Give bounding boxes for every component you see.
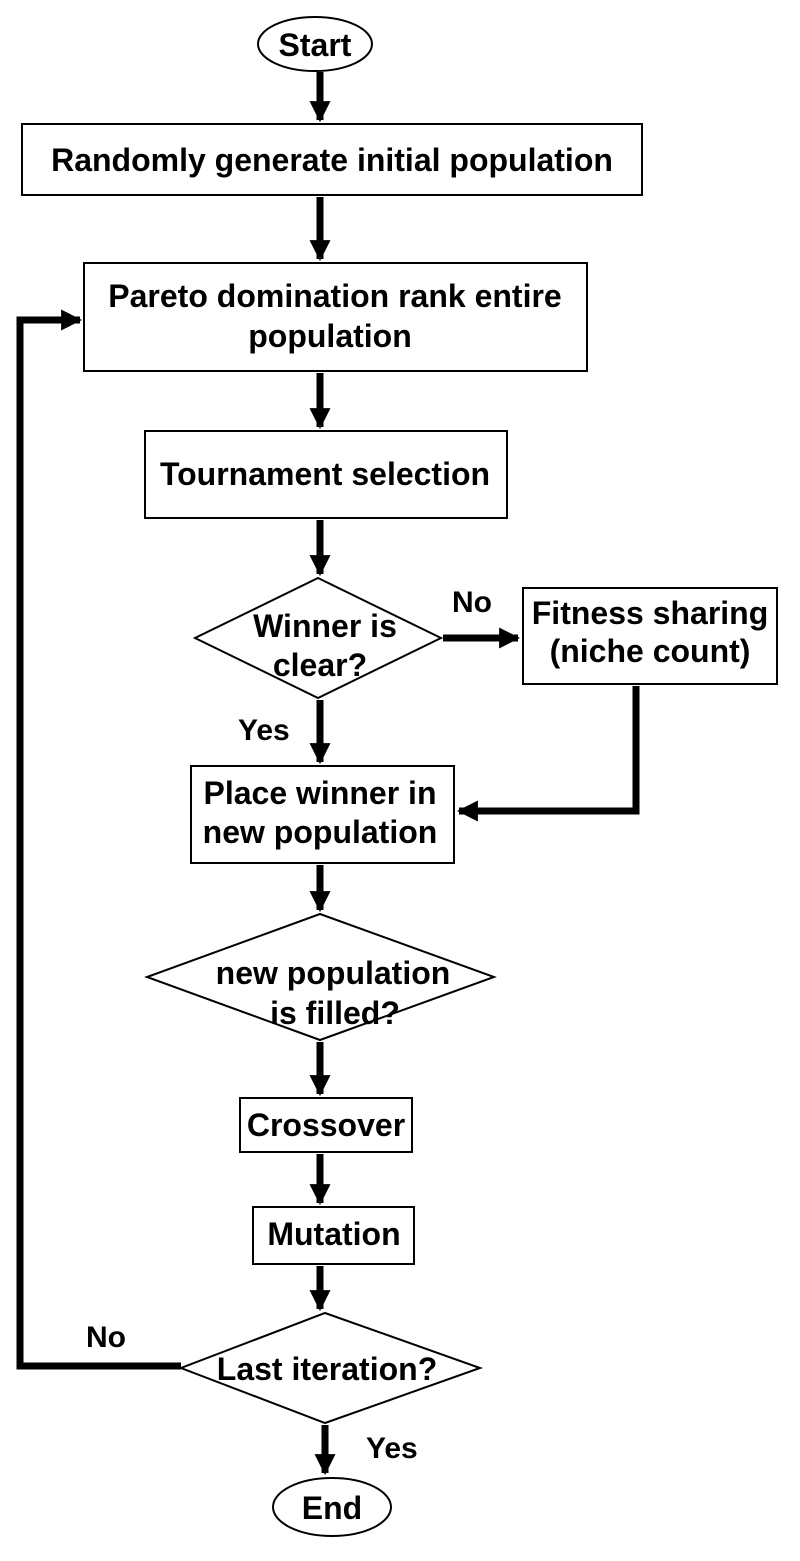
filled-decision: new population is filled? xyxy=(144,912,497,1042)
winner-no-label: No xyxy=(452,586,492,619)
arrow-last-no-loop xyxy=(16,309,181,1370)
fitness-label-line1: Fitness sharing xyxy=(532,595,769,631)
filled-label-line1: new population xyxy=(216,955,451,991)
rank-label-line1: Pareto domination rank entire xyxy=(108,278,561,314)
init-node: Randomly generate initial population xyxy=(21,123,643,196)
arrow-fitness-to-place xyxy=(456,686,640,822)
winner-decision: Winner is clear? xyxy=(192,576,444,700)
tournament-label: Tournament selection xyxy=(160,456,490,492)
start-node: Start xyxy=(257,16,373,72)
last-label: Last iteration? xyxy=(217,1351,437,1387)
place-label-line1: Place winner in xyxy=(204,775,437,811)
rank-node: Pareto domination rank entire population xyxy=(83,262,588,372)
fitness-label-line2: (niche count) xyxy=(550,633,751,669)
tournament-node: Tournament selection xyxy=(144,430,508,519)
last-decision: Last iteration? xyxy=(178,1311,483,1425)
last-yes-label: Yes xyxy=(366,1432,418,1465)
mutation-label: Mutation xyxy=(267,1216,400,1252)
start-label: Start xyxy=(279,27,352,63)
crossover-node: Crossover xyxy=(239,1097,413,1153)
winner-label-line2: clear? xyxy=(273,647,367,683)
end-label: End xyxy=(302,1490,362,1526)
fitness-node: Fitness sharing (niche count) xyxy=(522,587,778,685)
mutation-node: Mutation xyxy=(252,1206,415,1265)
rank-label-line2: population xyxy=(248,318,412,354)
crossover-label: Crossover xyxy=(247,1107,405,1143)
winner-label-line1: Winner is xyxy=(253,608,397,644)
init-label: Randomly generate initial population xyxy=(51,142,613,178)
place-label-line2: new population xyxy=(203,814,438,850)
last-no-label: No xyxy=(86,1321,126,1354)
filled-label-line2: is filled? xyxy=(270,995,400,1031)
winner-yes-label: Yes xyxy=(238,714,290,747)
end-node: End xyxy=(272,1477,392,1537)
place-node: Place winner in new population xyxy=(190,765,455,864)
